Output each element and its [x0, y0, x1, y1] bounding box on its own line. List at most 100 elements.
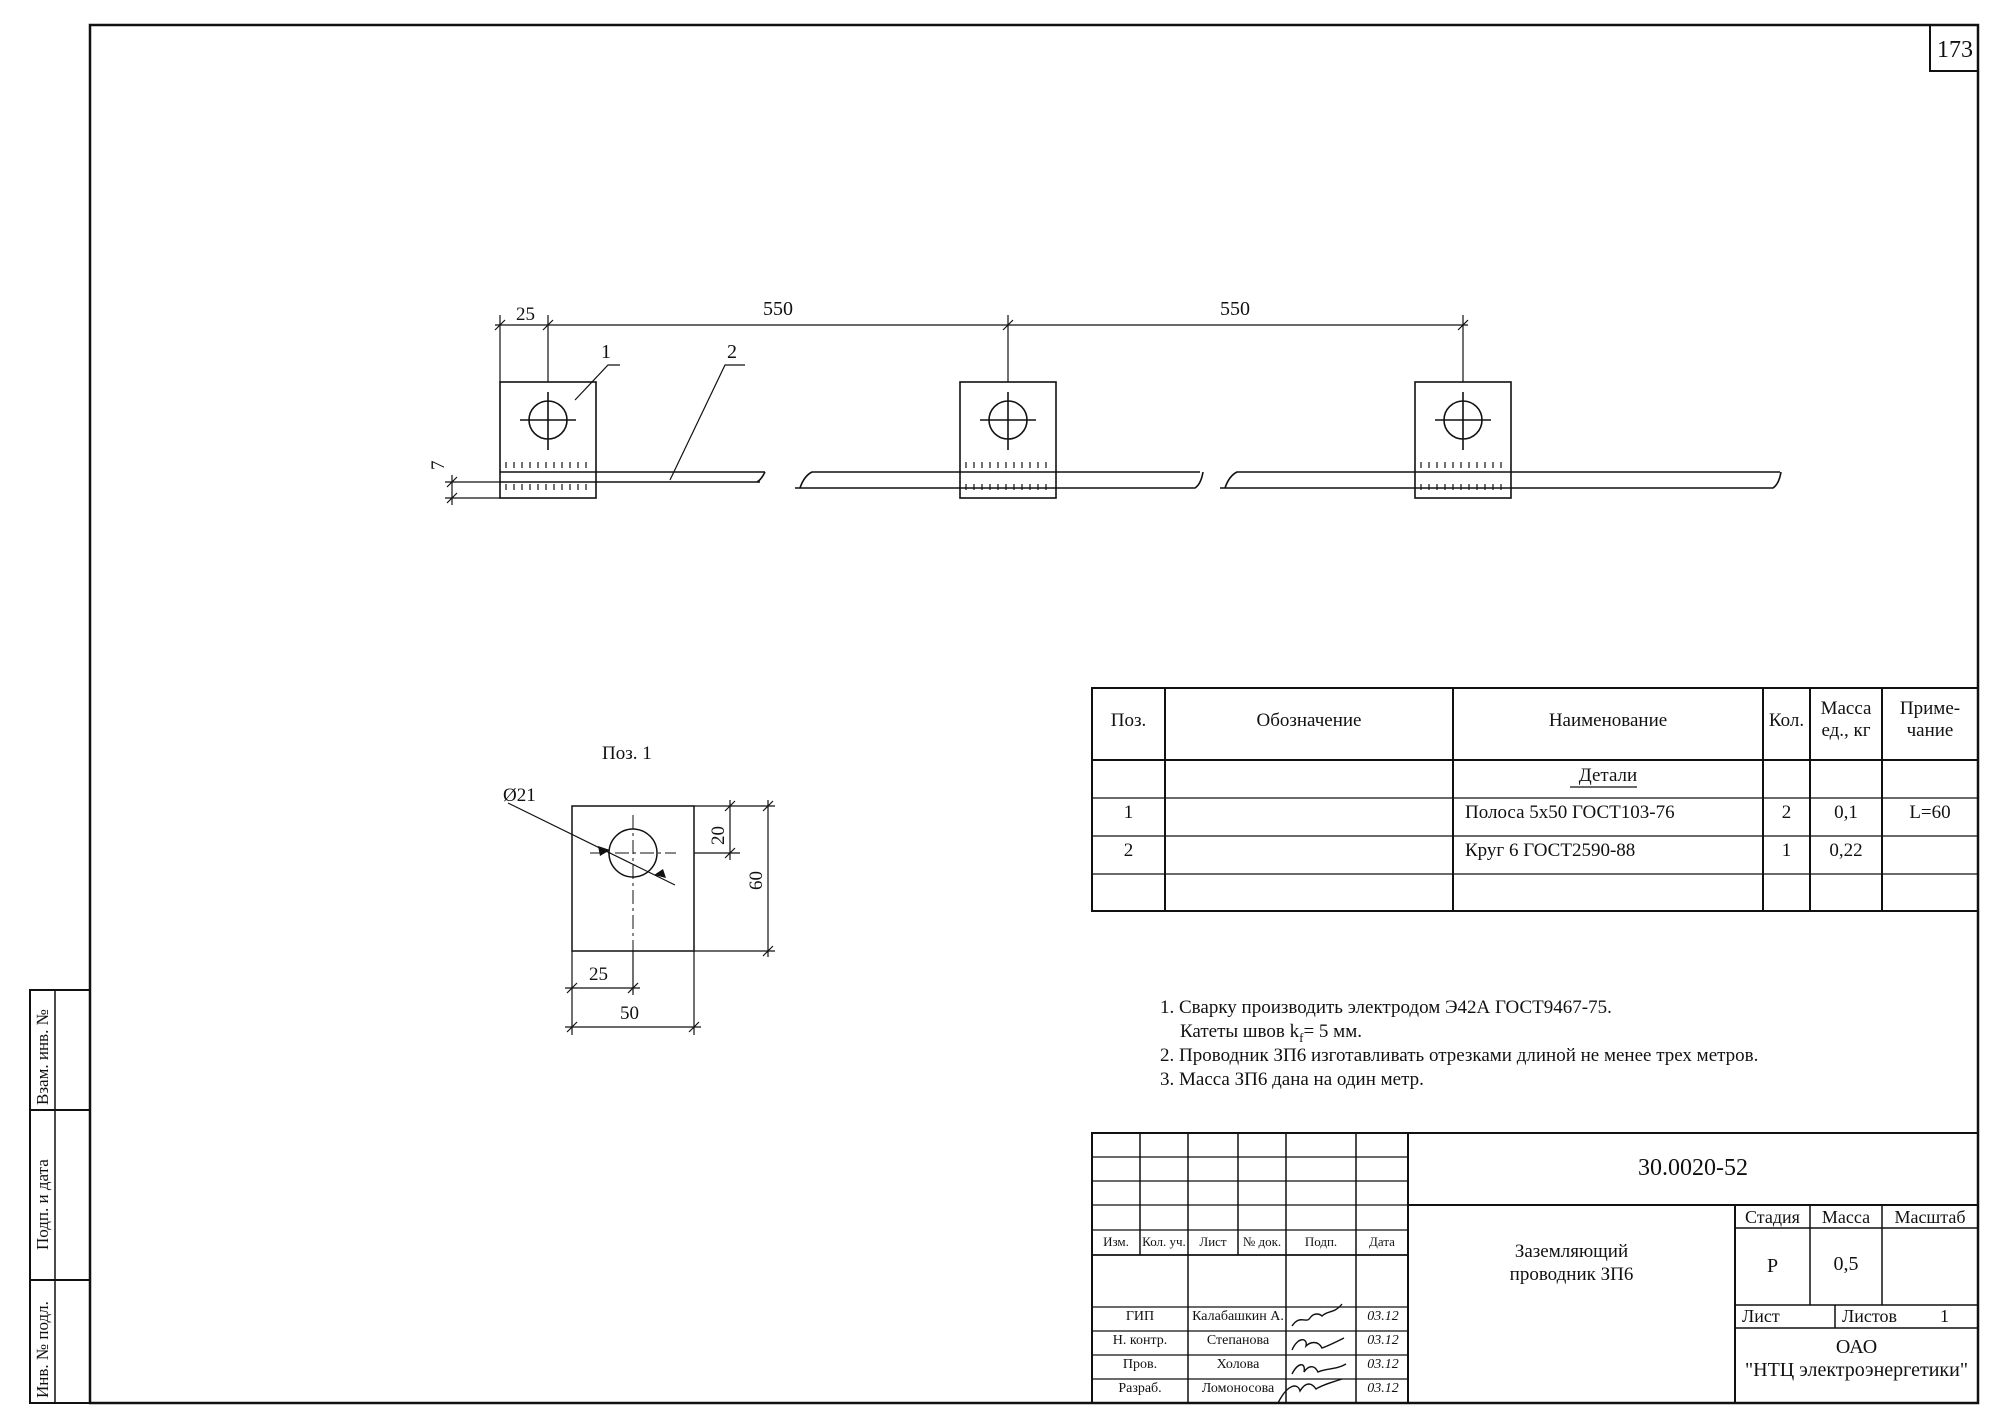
- spec-section-details: Детали: [1578, 765, 1638, 786]
- table-row: ГИП Калабашкин А. 03.12: [1092, 1309, 1408, 1333]
- side-inv-label: Инв. № подл.: [33, 1301, 52, 1398]
- side-podp-label: Подп. и дата: [33, 1159, 52, 1250]
- spec-table-grid: [1091, 687, 1979, 912]
- stamp-role: Пров.: [1122, 1357, 1158, 1372]
- stamp-name: Ломоносова: [1201, 1381, 1275, 1396]
- signatures: [1277, 1303, 1347, 1404]
- spec-row-note: L=60: [1909, 802, 1951, 823]
- stamp-role: ГИП: [1125, 1309, 1155, 1324]
- spec-row-mass: 0,1: [1834, 802, 1858, 823]
- spec-row-mass: 0,22: [1829, 840, 1863, 861]
- spec-header-designation: Обозначение: [1256, 710, 1362, 731]
- signature-gip: [1291, 1303, 1343, 1327]
- stage-value: Р: [1766, 1255, 1779, 1277]
- detail-pos1: [507, 800, 775, 1035]
- stamp-date: 03.12: [1367, 1357, 1399, 1372]
- spec-row-pos: 1: [1123, 802, 1134, 823]
- dim-550-b: 550: [1220, 298, 1250, 320]
- spec-header-mass-line2: ед., кг: [1821, 720, 1871, 741]
- organization: ОАО "НТЦ электроэнергетики": [1735, 1336, 1978, 1382]
- stamp-col-kol: Кол. уч.: [1142, 1234, 1186, 1249]
- note-2: 2. Проводник ЗП6 изготавливать отрезками…: [1160, 1045, 1759, 1066]
- scale-header: Масштаб: [1894, 1207, 1966, 1227]
- dim-d21: Ø21: [503, 785, 536, 806]
- dimension-lines: [445, 315, 1469, 505]
- stamp-name: Калабашкин А.: [1192, 1309, 1284, 1324]
- stamp-column-headers: Изм. Кол. уч. Лист № док. Подп. Дата: [1092, 1234, 1408, 1254]
- spec-header-note-line1: Приме-: [1899, 698, 1961, 719]
- note-1-weld-sub: f: [1299, 1029, 1304, 1045]
- mass-header: Масса: [1821, 1207, 1871, 1227]
- stamp-col-list: Лист: [1199, 1234, 1227, 1249]
- note-1-weld-post: = 5 мм.: [1303, 1021, 1362, 1042]
- stamp-date: 03.12: [1367, 1333, 1399, 1348]
- detail-title: Поз. 1: [602, 743, 652, 764]
- note-1-weld-pre: Катеты швов k: [1180, 1021, 1300, 1042]
- document-title-line1: Заземляющий: [1514, 1241, 1629, 1262]
- table-row: Разраб. Ломоносова 03.12: [1092, 1381, 1408, 1405]
- assembly-view: [445, 315, 1782, 505]
- spec-header-mass-line1: Масса: [1820, 698, 1872, 719]
- side-vzam-label: Взам. инв. №: [33, 1009, 52, 1105]
- stamp-name: Холова: [1216, 1357, 1260, 1372]
- spec-header-pos: Поз.: [1110, 710, 1147, 731]
- spec-header-qty: Кол.: [1768, 710, 1805, 731]
- page-number: 173: [1937, 37, 1973, 63]
- stamp-col-date: Дата: [1369, 1234, 1395, 1249]
- spec-row-qty: 2: [1781, 802, 1792, 823]
- plate-holes: [520, 392, 1491, 450]
- stamp-date: 03.12: [1367, 1309, 1399, 1324]
- spec-row-name: Круг 6 ГОСТ2590-88: [1465, 840, 1636, 861]
- spec-header-note-line2: чание: [1906, 720, 1954, 741]
- stamp-role: Н. контр.: [1112, 1333, 1168, 1348]
- spec-row-name: Полоса 5х50 ГОСТ103-76: [1465, 802, 1675, 823]
- dim-7: 7: [428, 461, 449, 471]
- stamp-role: Разраб.: [1118, 1381, 1162, 1396]
- dim-25-top: 25: [516, 304, 535, 325]
- sheets-label: Листов: [1842, 1306, 1897, 1326]
- stage-header: Стадия: [1745, 1207, 1800, 1227]
- note-3: 3. Масса ЗП6 дана на один метр.: [1160, 1069, 1424, 1090]
- side-stamp: [29, 989, 91, 1404]
- signature-prov: [1291, 1363, 1347, 1375]
- organization-line1: ОАО: [1835, 1336, 1878, 1358]
- note-1-weld: Катеты швов kf= 5 мм.: [1180, 1020, 1362, 1050]
- spec-header-name: Наименование: [1548, 710, 1668, 731]
- dim-550-a: 550: [763, 298, 793, 320]
- rod-segments: [500, 471, 1782, 489]
- stamp-col-ndoc: № док.: [1242, 1234, 1282, 1249]
- document-title: Заземляющий проводник ЗП6: [1408, 1240, 1735, 1286]
- sheets-count: 1: [1940, 1306, 1949, 1326]
- spec-row-pos: 2: [1123, 840, 1134, 861]
- page-number-box: [1929, 24, 1979, 72]
- spec-row-qty: 1: [1781, 840, 1792, 861]
- title-block-grid: [1091, 1132, 1979, 1404]
- table-row: Н. контр. Степанова 03.12: [1092, 1333, 1408, 1357]
- leader-2-label: 2: [727, 341, 737, 363]
- leader-2-line: [669, 364, 745, 481]
- document-title-line2: проводник ЗП6: [1509, 1264, 1634, 1285]
- spec-header-note: Приме- чание: [1882, 698, 1978, 742]
- table-row: Пров. Холова 03.12: [1092, 1357, 1408, 1381]
- stamp-name: Степанова: [1206, 1333, 1270, 1348]
- dim-20: 20: [708, 826, 729, 845]
- note-1: 1. Сварку производить электродом Э42А ГО…: [1160, 997, 1612, 1018]
- leader-1-line: [574, 364, 620, 401]
- table-row: 2 Круг 6 ГОСТ2590-88 1 0,22: [1092, 840, 1978, 878]
- mass-value: 0,5: [1833, 1253, 1859, 1275]
- leader-1-label: 1: [601, 341, 611, 363]
- spec-table: Поз. Обозначение Наименование Кол. Масса…: [1092, 688, 1978, 911]
- sheet-label: Лист: [1742, 1306, 1780, 1326]
- dim-60: 60: [746, 871, 767, 890]
- spec-header-mass: Масса ед., кг: [1810, 698, 1882, 742]
- stamp-col-izm: Изм.: [1103, 1234, 1129, 1249]
- table-row: 1 Полоса 5х50 ГОСТ103-76 2 0,1 L=60: [1092, 802, 1978, 840]
- stamp-col-podp: Подп.: [1304, 1234, 1338, 1249]
- dim-50: 50: [620, 1003, 639, 1024]
- dim-25-bottom: 25: [589, 964, 608, 985]
- signature-razrab: [1277, 1378, 1343, 1404]
- signature-nkontr: [1291, 1337, 1345, 1351]
- organization-line2: "НТЦ электроэнергетики": [1744, 1359, 1969, 1381]
- document-designation: 30.0020-52: [1638, 1155, 1748, 1181]
